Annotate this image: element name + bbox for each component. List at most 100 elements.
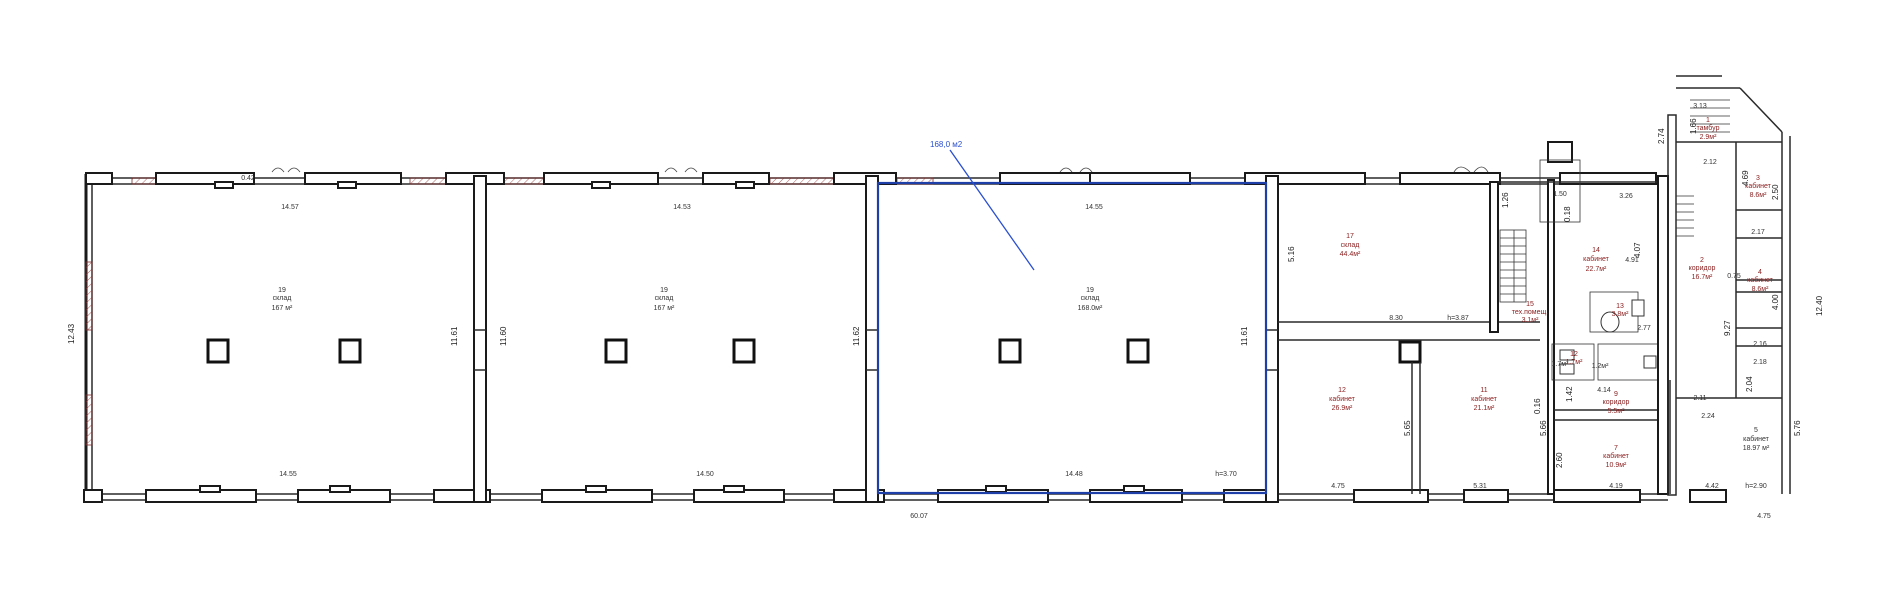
room14-top: 3.26 [1619, 193, 1633, 200]
ceiling-height: h=3.70 [1215, 471, 1237, 478]
hall-2-top-dim: 14.53 [673, 204, 691, 211]
room-2-area: 16.7м² [1692, 274, 1713, 281]
dim-1-42: 1.42 [1565, 386, 1574, 402]
hall-1-number: 19 [278, 287, 286, 294]
dim-2-18: 2.18 [1753, 359, 1767, 366]
dim-0-18: 0.18 [1563, 206, 1572, 222]
east-dims: 8.30 h=3.87 5.16 5.65 5.66 4.75 5.31 4.1… [1287, 103, 1824, 520]
hall-3-area: 168.0м² [1078, 305, 1103, 312]
room-9-name: коридор [1603, 399, 1630, 406]
room-17-number: 17 [1346, 233, 1354, 240]
room-12-name: кабинет [1329, 395, 1356, 403]
room-7-name: кабинет [1603, 452, 1630, 460]
right-total: 12.40 [1815, 295, 1824, 316]
total-length: 60.07 [910, 513, 928, 520]
dim-2-17: 2.17 [1751, 229, 1765, 236]
hall-2-bottom-dim: 14.50 [696, 471, 714, 478]
hall-1-bottom-dim: 14.55 [279, 471, 297, 478]
dim-1-66: 1.66 [1689, 118, 1698, 134]
room-14-name: кабинет [1583, 255, 1610, 263]
selection-leader-line [949, 149, 1035, 271]
hall-1-top-dim: 14.57 [281, 204, 299, 211]
dim-4-69: 4.69 [1741, 170, 1750, 186]
hall-3-number: 19 [1086, 287, 1094, 294]
room-17-area: 44.4м² [1340, 251, 1361, 258]
dim-9-27: 9.27 [1723, 320, 1732, 336]
east-room-labels: 17 склад 44.4м² 12 кабинет 26.9м² 11 каб… [1329, 117, 1774, 469]
h-mark: h=3.87 [1447, 315, 1469, 322]
hall-partitions [473, 175, 1279, 503]
dim-2-24: 2.24 [1701, 413, 1715, 420]
room-5-area: 18.97 м² [1743, 445, 1770, 452]
room-11-area: 21.1м² [1474, 405, 1495, 412]
bottom-dim-3: 4.19 [1609, 483, 1623, 490]
room17-side: 5.16 [1287, 246, 1296, 262]
column [604, 338, 628, 364]
room-11-number: 11 [1480, 387, 1487, 394]
room-11-name: кабинет [1471, 395, 1498, 403]
dim-2-04: 2.04 [1745, 376, 1754, 392]
room-12-area: 26.9м² [1332, 405, 1353, 412]
hall-3-right-dim: 11.61 [1240, 326, 1249, 346]
room-2-number: 2 [1700, 257, 1704, 264]
room14-width: 4.91 [1625, 257, 1639, 264]
selection-area-label: 168,0 м2 [930, 140, 963, 149]
room-9-area: 5.5м² [1608, 408, 1626, 415]
room-15-name: тех.помещ. [1512, 309, 1548, 316]
hall-1-area: 167 м² [272, 305, 293, 312]
room-1-name: тамбур [1697, 124, 1720, 132]
room-15-number: 15 [1526, 301, 1534, 308]
room-3-area: 8.6м² [1750, 192, 1768, 199]
hall-3-top-dim: 14.55 [1085, 204, 1103, 211]
east-wing-walls [1278, 75, 1791, 496]
room-14-number: 14 [1592, 247, 1600, 254]
left-wall-dim: 12.43 [67, 323, 76, 344]
stair-dim: 1.26 [1501, 192, 1510, 208]
dim-1-2: 1.2м² [1592, 363, 1610, 370]
room-15-area: 3.1м² [1522, 317, 1540, 324]
room17-width: 8.30 [1389, 315, 1403, 322]
bottom-piers [83, 485, 1727, 503]
room-13-area: 3.8м² [1612, 311, 1630, 318]
dim-2-50: 2.50 [1771, 184, 1780, 200]
dim-2-77: 2.77 [1637, 325, 1651, 332]
dim-0-75: 0.75 [1727, 273, 1741, 280]
selected-hall-outline[interactable] [876, 181, 1268, 495]
hall-3-name: склад [1081, 295, 1100, 302]
room-3-name: кабинет [1745, 182, 1772, 190]
dim-4-00: 4.00 [1771, 294, 1780, 310]
room-14-area: 22.7м² [1586, 266, 1607, 273]
room-13-number: 13 [1616, 303, 1624, 310]
bottom-dim-1: 4.75 [1331, 483, 1345, 490]
bottom-dim-5: 4.75 [1757, 513, 1771, 520]
dim-2-12: 2.12 [1703, 159, 1717, 166]
bottom-dim-2: 5.31 [1473, 483, 1487, 490]
room14-side: 4.07 [1633, 242, 1642, 258]
selection-overlay[interactable]: 168,0 м2 [876, 140, 1268, 495]
dim-1-50: 1.50 [1553, 191, 1567, 198]
hall-1-side-dim: 11.61 [450, 326, 459, 346]
room-17-name: склад [1341, 242, 1360, 249]
column [206, 338, 230, 364]
dim-h-2-90: h=2.90 [1745, 483, 1767, 490]
column [338, 338, 362, 364]
overall-dims: 60.07 12.43 0.42 [67, 175, 928, 520]
room-12-small-number: 12 [1570, 351, 1578, 358]
hall-3-bottom-dim: 14.48 [1065, 471, 1083, 478]
room-3-number: 3 [1756, 175, 1760, 182]
room-1-number: 1 [1706, 117, 1710, 124]
dim-1-7: 1.7м² [1552, 361, 1570, 368]
hall-2-name: склад [655, 295, 674, 302]
hall-2-side-dim: 11.60 [499, 326, 508, 346]
room-2-name: коридор [1689, 265, 1716, 272]
column [1126, 338, 1150, 364]
dim-5-76: 5.76 [1793, 420, 1802, 436]
room-4-area: 8.6м² [1752, 286, 1770, 293]
room-1-area: 2.9м² [1700, 134, 1718, 141]
hall-2-labels: 14.53 19 склад 167 м² 14.50 11.60 [499, 204, 714, 478]
hall-1-name: склад [273, 295, 292, 302]
hall-columns [206, 338, 1422, 364]
room12-side: 5.65 [1403, 420, 1412, 436]
room-4-name: кабинет [1747, 276, 1774, 284]
